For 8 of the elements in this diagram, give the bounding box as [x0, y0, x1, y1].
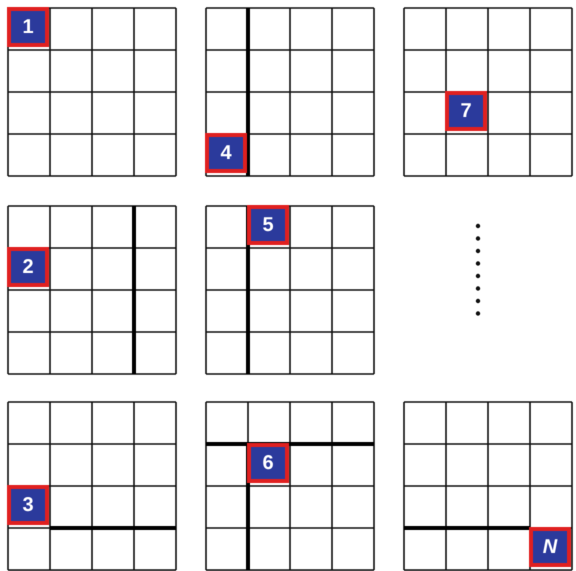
numbered-tile: 4 [205, 133, 247, 173]
numbered-tile: 1 [7, 7, 49, 47]
numbered-tile: 5 [247, 205, 289, 245]
numbered-tile: 7 [445, 91, 487, 131]
numbered-tile: 2 [7, 247, 49, 287]
numbered-tile: 3 [7, 485, 49, 525]
numbered-tile: N [529, 527, 571, 567]
numbered-tile: 6 [247, 443, 289, 483]
